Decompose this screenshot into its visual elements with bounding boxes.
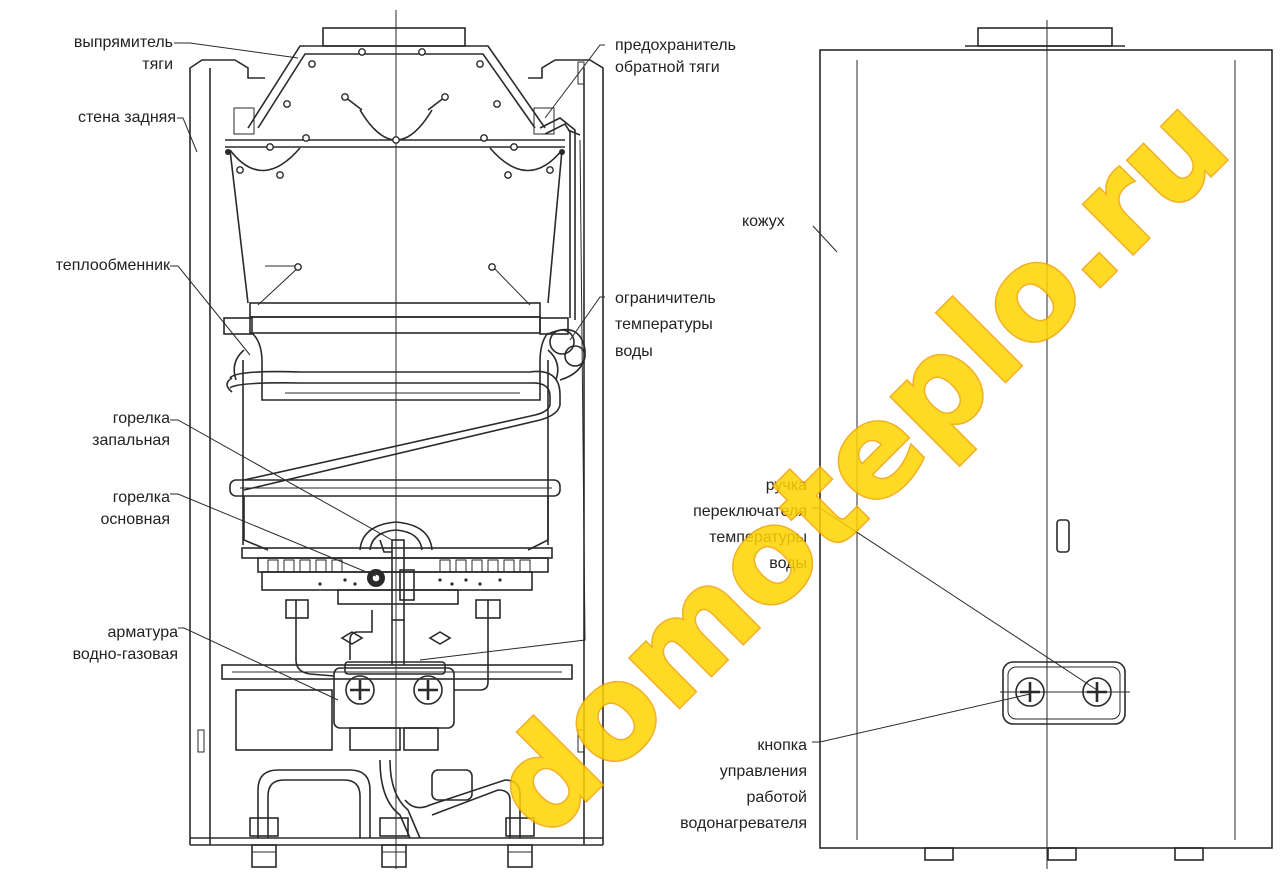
temperature-knob	[1082, 677, 1112, 707]
label-temp-knob-4: воды	[769, 555, 807, 572]
label-back-wall: стена задняя	[78, 109, 176, 126]
control-panel	[1000, 661, 1130, 725]
label-temp-limiter-2: температуры	[615, 316, 713, 333]
burner-assembly	[241, 521, 553, 621]
label-gas-water-valve-1: арматура	[108, 624, 179, 641]
casing-outline	[819, 49, 1273, 849]
draft-safety-device	[419, 117, 586, 661]
control-button	[1015, 677, 1045, 707]
callout-labels: выпрямитель тяги стена задняя теплообмен…	[56, 34, 807, 832]
label-draft-safety-2: обратной тяги	[615, 59, 720, 76]
label-control-button-1: кнопка	[757, 737, 807, 754]
lower-piping	[221, 664, 573, 868]
casing-feet	[924, 847, 1204, 861]
heat-exchanger	[223, 302, 569, 551]
back-wall	[189, 59, 604, 846]
label-draft-safety-1: предохранитель	[615, 37, 736, 54]
label-draft-straightener-2: тяги	[142, 56, 173, 73]
burner-nozzles	[267, 559, 531, 573]
label-temp-knob-1: ручка	[766, 477, 807, 494]
label-control-button-2: управления	[720, 763, 807, 780]
gas-water-valve	[285, 599, 501, 751]
label-control-button-4: водонагревателя	[680, 815, 807, 832]
label-heat-exchanger: теплообменник	[56, 257, 171, 274]
label-temp-limiter-1: ограничитель	[615, 290, 716, 307]
label-temp-knob-2: переключателя	[693, 503, 807, 520]
label-pilot-burner-2: запальная	[92, 432, 170, 449]
leader-lines	[170, 42, 1098, 743]
label-draft-straightener-1: выпрямитель	[74, 34, 173, 51]
internal-view	[189, 10, 604, 869]
label-casing: кожух	[742, 213, 785, 230]
label-temp-knob-3: температуры	[709, 529, 807, 546]
casing-window	[1056, 519, 1070, 553]
label-pilot-burner-1: горелка	[113, 410, 170, 427]
bottom-connections	[249, 817, 535, 868]
label-gas-water-valve-2: водно-газовая	[73, 646, 178, 663]
casing-view	[819, 20, 1273, 869]
label-temp-limiter-3: воды	[615, 343, 653, 360]
water-temperature-limiter	[547, 328, 586, 381]
label-main-burner-1: горелка	[113, 489, 170, 506]
draft-diverter	[225, 27, 565, 306]
label-main-burner-2: основная	[100, 511, 170, 528]
label-control-button-3: работой	[747, 789, 808, 806]
